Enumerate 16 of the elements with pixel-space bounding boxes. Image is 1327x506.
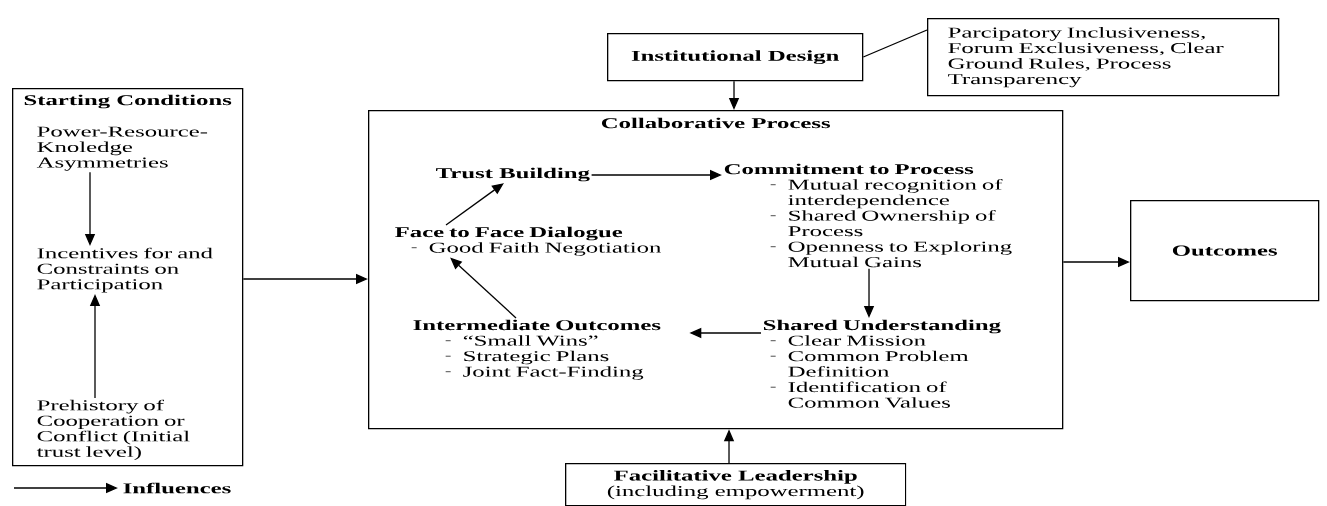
factor-text: Incentives for and Constraints on Participation: [37, 247, 213, 293]
factor-text: Power-Resource-Knoledge Asymmetries: [36, 126, 208, 171]
process-box: Institutional Design: [607, 33, 864, 82]
factor-text: Prehistory of Cooperation or Conflict (Initial trust level): [36, 399, 190, 460]
stage-text: Intermediate Outcomes “Small Wins” Strategic Plans Joint Fact-Finding: [413, 319, 661, 380]
stage-text: Commitment to Process Mutual recognition of interdependence Shared Ownership of Process Openness to Exploring Mutual Gains: [724, 163, 1012, 268]
leader-line: [862, 29, 928, 58]
arrow: [450, 257, 517, 319]
legend-text: Influences: [123, 482, 231, 494]
stage-text: Shared Understanding Clear Mission Common Problem Definition Identification of Common Values: [764, 319, 1001, 408]
stage-text: Face to Face Dialogue Good Faith Negotiation: [395, 226, 662, 256]
arrow: [445, 183, 504, 226]
stage-text: Trust Building: [436, 167, 590, 182]
process-box: Facilitative Leadership (including empowerment): [565, 463, 907, 506]
note-box: Parcipatory Inclusiveness, Forum Exclusiveness, Clear Ground Rules, Process Transparency: [927, 18, 1280, 97]
outcome-box: Outcomes: [1130, 200, 1320, 302]
